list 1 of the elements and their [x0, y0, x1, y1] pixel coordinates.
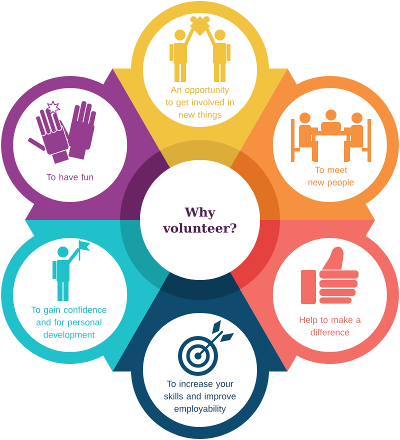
petal: To increase your skills and improve employability [112, 272, 288, 439]
